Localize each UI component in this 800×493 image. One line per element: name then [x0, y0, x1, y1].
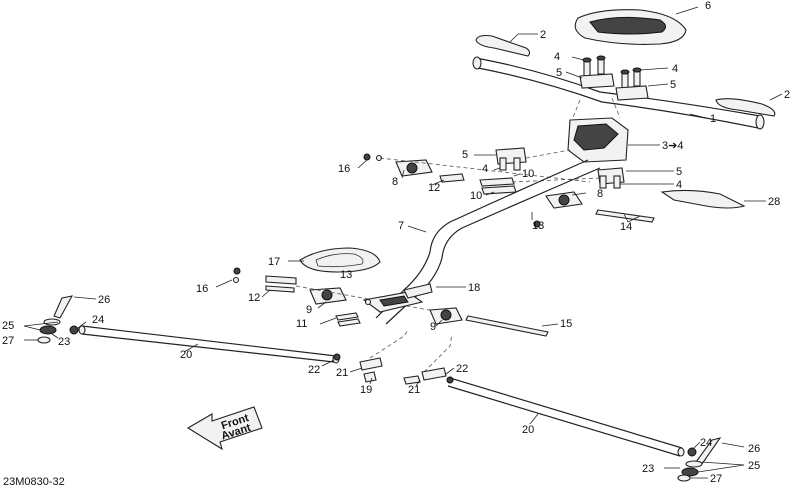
left-grip	[475, 33, 538, 57]
callout-16: 16	[196, 283, 208, 295]
callout-9: 9	[306, 304, 312, 316]
callout-23: 23	[642, 463, 654, 475]
callout-5: 5	[670, 79, 676, 91]
steering-column	[375, 159, 601, 325]
callout-5: 5	[462, 149, 468, 161]
callout-25: 25	[2, 320, 14, 332]
callout-25: 25	[748, 460, 760, 472]
lower-bearing-left	[215, 267, 441, 313]
callout-12: 12	[428, 182, 440, 194]
callout-9: 9	[430, 321, 436, 333]
callout-15: 15	[560, 318, 572, 330]
upper-bearing-left	[357, 153, 591, 186]
lower-clamp-left	[474, 147, 601, 196]
callout-10: 10	[470, 190, 482, 202]
left-tie-rod-end	[23, 295, 97, 344]
upper-clamp-bolts	[565, 55, 669, 101]
riser-block	[567, 97, 660, 163]
callout-14: 14	[620, 221, 632, 233]
left-tie-rod	[78, 325, 340, 364]
catalog-code: 23M0830-32	[3, 476, 65, 488]
callout-4: 4	[676, 179, 682, 191]
callout-2: 2	[540, 29, 546, 41]
handlebar	[472, 56, 765, 130]
lower-column-bracket	[319, 283, 559, 337]
lower-rod-ends	[321, 329, 455, 387]
callout-labels: 6 2 4 5 4 5 2 1 3➔4 5 4 16 10 5 8 12 10 …	[2, 0, 790, 485]
callout-13: 13	[532, 220, 544, 232]
callout-20: 20	[180, 349, 192, 361]
callout-5: 5	[556, 67, 562, 79]
handlebar-pad	[574, 6, 699, 45]
right-grip	[715, 93, 783, 117]
callout-7: 7	[398, 220, 404, 232]
callout-22: 22	[456, 363, 468, 375]
callout-12: 12	[248, 292, 260, 304]
callout-4: 4	[482, 163, 488, 175]
callout-26: 26	[748, 443, 760, 455]
callout-1: 1	[710, 113, 716, 125]
callout-8: 8	[597, 188, 603, 200]
callout-10: 10	[522, 168, 534, 180]
callout-4: 4	[672, 63, 678, 75]
callout-20: 20	[522, 424, 534, 436]
callout-28: 28	[768, 196, 780, 208]
callout-21: 21	[336, 367, 348, 379]
upper-bearing-right	[531, 191, 655, 228]
callout-4: 4	[554, 51, 560, 63]
callout-3-4: 3➔4	[662, 140, 683, 152]
callout-27: 27	[710, 473, 722, 485]
callout-26: 26	[98, 294, 110, 306]
callout-22: 22	[308, 364, 320, 376]
callout-6: 6	[705, 0, 711, 12]
callout-18: 18	[468, 282, 480, 294]
callout-13: 13	[340, 269, 352, 281]
callout-27: 27	[2, 335, 14, 347]
front-direction-arrow: Front Avant	[186, 406, 263, 451]
callout-19: 19	[360, 384, 372, 396]
callout-16: 16	[338, 163, 350, 175]
callout-24: 24	[92, 314, 104, 326]
callout-5: 5	[676, 166, 682, 178]
callout-8: 8	[392, 176, 398, 188]
right-tie-rod-end	[664, 437, 745, 482]
callout-17: 17	[268, 256, 280, 268]
callout-11: 11	[296, 318, 307, 330]
right-tie-rod	[447, 377, 685, 457]
lower-clamp-right	[597, 167, 674, 189]
steering-deflector	[660, 189, 766, 209]
column-cover-plate	[288, 247, 381, 273]
callout-24: 24	[700, 437, 712, 449]
callout-23: 23	[58, 336, 70, 348]
callout-21: 21	[408, 384, 420, 396]
callout-2: 2	[784, 89, 790, 101]
